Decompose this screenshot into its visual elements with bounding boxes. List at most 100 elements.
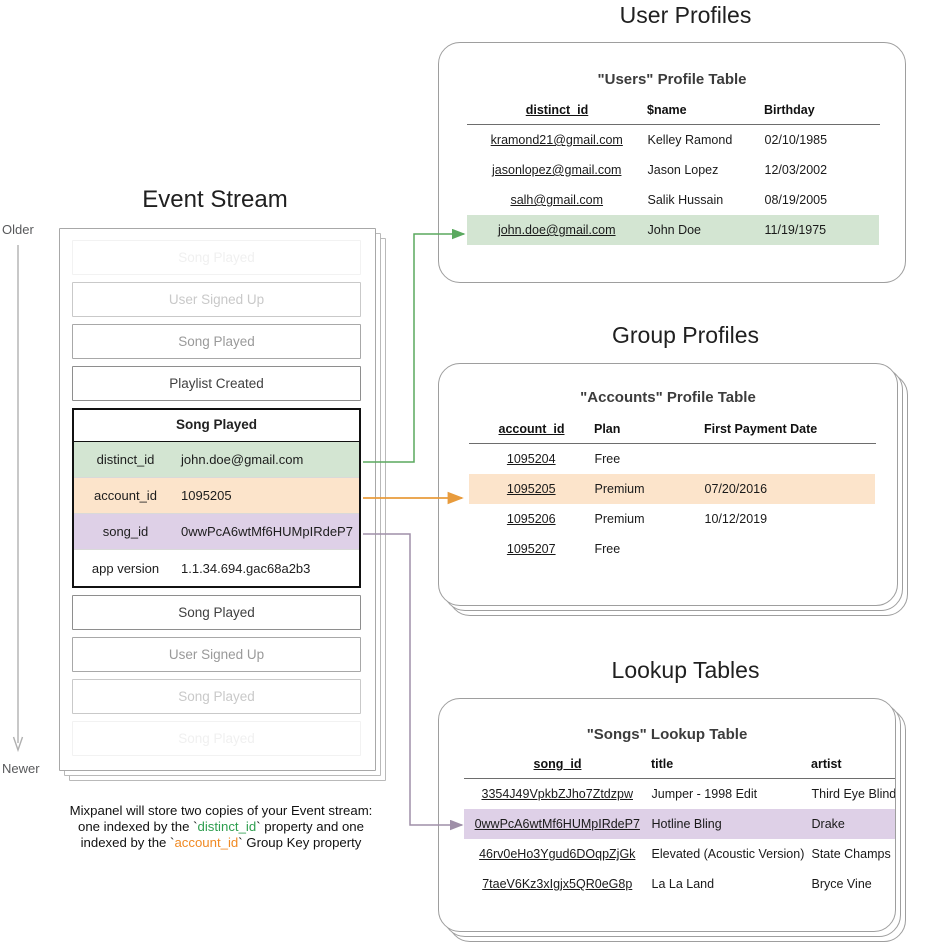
event-row[interactable]: Song Played bbox=[72, 679, 361, 714]
timeline-arrow-icon bbox=[12, 245, 24, 753]
table-header-row: account_id Plan First Payment Date bbox=[469, 422, 875, 444]
column-header-account-id: account_id bbox=[469, 422, 594, 444]
table-row[interactable]: 3354J49VpkbZJho7Ztdzpw Jumper - 1998 Edi… bbox=[464, 779, 896, 810]
cell-distinct-id: jasonlopez@gmail.com bbox=[492, 163, 622, 177]
event-row[interactable]: User Signed Up bbox=[72, 637, 361, 672]
users-table: distinct_id $name Birthday kramond21@gma… bbox=[467, 103, 880, 245]
cell-plan: Premium bbox=[594, 474, 704, 504]
cell-birthday: 02/10/1985 bbox=[764, 133, 828, 147]
cell-first-payment-date bbox=[704, 534, 875, 564]
event-property-distinct-id: distinct_id john.doe@gmail.com bbox=[74, 442, 359, 478]
caption-line-2-prefix: one indexed by the ` bbox=[78, 819, 198, 834]
table-row[interactable]: 1095204 Free bbox=[469, 444, 875, 475]
column-header-birthday: Birthday bbox=[764, 103, 879, 125]
cell-artist: Third Eye Blind bbox=[811, 787, 896, 801]
caption-line-3-suffix: ` Group Key property bbox=[238, 835, 362, 850]
cell-distinct-id: kramond21@gmail.com bbox=[490, 133, 623, 147]
cell-first-payment-date: 10/12/2019 bbox=[704, 512, 768, 526]
expanded-event-title: Song Played bbox=[74, 410, 359, 442]
table-row-highlighted[interactable]: john.doe@gmail.com John Doe 11/19/1975 bbox=[467, 215, 879, 245]
cell-birthday: 12/03/2002 bbox=[764, 163, 828, 177]
accounts-profile-card: "Accounts" Profile Table account_id Plan… bbox=[438, 363, 898, 606]
event-list: Song Played User Signed Up Song Played P… bbox=[72, 240, 361, 763]
column-header-plan: Plan bbox=[594, 422, 704, 444]
users-table-title: "Users" Profile Table bbox=[597, 71, 747, 88]
caption-line-2: one indexed by the `distinct_id` propert… bbox=[35, 819, 407, 835]
caption-token-distinct-id: distinct_id bbox=[197, 819, 257, 834]
section-title-lookup-tables: Lookup Tables bbox=[611, 657, 760, 683]
section-title-user-profiles: User Profiles bbox=[619, 2, 752, 28]
songs-lookup-card: "Songs" Lookup Table song_id title artis… bbox=[438, 698, 896, 932]
section-title-event-stream: Event Stream bbox=[142, 186, 288, 213]
column-header-first-payment-date: First Payment Date bbox=[704, 422, 875, 444]
table-row-highlighted[interactable]: 1095205 Premium 07/20/2016 bbox=[469, 474, 875, 504]
caption-line-2-suffix: ` property and one bbox=[256, 819, 364, 834]
cell-artist: Drake bbox=[811, 809, 895, 839]
caption-token-account-id: account_id bbox=[174, 835, 239, 850]
user-profiles-card-stack: "Users" Profile Table distinct_id $name … bbox=[438, 42, 908, 285]
cell-song-id: 3354J49VpkbZJho7Ztdzpw bbox=[481, 787, 633, 801]
column-header-song-id: song_id bbox=[464, 757, 651, 779]
event-property-app-version: app version 1.1.34.694.gac68a2b3 bbox=[74, 550, 359, 586]
column-header-distinct-id: distinct_id bbox=[467, 103, 647, 125]
event-row[interactable]: Song Played bbox=[72, 324, 361, 359]
timeline-label-older: Older bbox=[2, 222, 34, 237]
property-key: song_id bbox=[102, 524, 149, 539]
event-row[interactable]: Song Played bbox=[72, 595, 361, 630]
event-row[interactable]: Playlist Created bbox=[72, 366, 361, 401]
table-row[interactable]: 7taeV6Kz3xIgjx5QR0eG8p La La Land Bryce … bbox=[464, 869, 895, 899]
event-row[interactable]: Song Played bbox=[72, 240, 361, 275]
event-property-account-id: account_id 1095205 bbox=[74, 478, 359, 514]
event-row[interactable]: User Signed Up bbox=[72, 282, 361, 317]
cell-title: Jumper - 1998 Edit bbox=[651, 787, 758, 801]
cell-account-id: 1095207 bbox=[506, 542, 556, 556]
table-row[interactable]: salh@gmail.com Salik Hussain 08/19/2005 bbox=[467, 185, 879, 215]
property-key: app version bbox=[91, 560, 160, 576]
expanded-event-card[interactable]: Song Played distinct_id john.doe@gmail.c… bbox=[72, 408, 361, 588]
table-row[interactable]: 1095207 Free bbox=[469, 534, 875, 564]
table-row[interactable]: jasonlopez@gmail.com Jason Lopez 12/03/2… bbox=[467, 155, 879, 185]
caption-line-3: indexed by the `account_id` Group Key pr… bbox=[35, 835, 407, 851]
cell-birthday: 08/19/2005 bbox=[764, 193, 828, 207]
event-stream-stack: Song Played User Signed Up Song Played P… bbox=[59, 228, 386, 781]
cell-title: Hotline Bling bbox=[651, 809, 811, 839]
property-key: distinct_id bbox=[96, 452, 155, 467]
cell-distinct-id: salh@gmail.com bbox=[510, 193, 604, 207]
column-header-artist: artist bbox=[811, 757, 895, 779]
property-value: john.doe@gmail.com bbox=[181, 452, 304, 467]
cell-title: Elevated (Acoustic Version) bbox=[651, 847, 805, 861]
event-property-song-id: song_id 0wwPcA6wtMf6HUMpIRdeP7 bbox=[74, 514, 359, 550]
users-profile-card: "Users" Profile Table distinct_id $name … bbox=[438, 42, 906, 283]
accounts-table-title: "Accounts" Profile Table bbox=[580, 389, 756, 406]
cell-title: La La Land bbox=[651, 877, 715, 891]
table-row-highlighted[interactable]: 0wwPcA6wtMf6HUMpIRdeP7 Hotline Bling Dra… bbox=[464, 809, 895, 839]
table-row[interactable]: 1095206 Premium 10/12/2019 bbox=[469, 504, 875, 534]
cell-distinct-id: john.doe@gmail.com bbox=[467, 215, 647, 245]
users-highlight-band bbox=[439, 251, 905, 281]
table-row[interactable]: 46rv0eHo3Ygud6DOqpZjGk Elevated (Acousti… bbox=[464, 839, 895, 869]
cell-first-payment-date bbox=[704, 444, 875, 475]
caption-line-3-prefix: indexed by the ` bbox=[80, 835, 175, 850]
cell-song-id: 46rv0eHo3Ygud6DOqpZjGk bbox=[479, 847, 636, 861]
timeline-label-newer: Newer bbox=[2, 761, 40, 776]
table-header-row: distinct_id $name Birthday bbox=[467, 103, 879, 125]
column-header-title: title bbox=[651, 757, 811, 779]
cell-account-id: 1095204 bbox=[506, 452, 556, 466]
property-value: 1.1.34.694.gac68a2b3 bbox=[181, 560, 311, 576]
accounts-table: account_id Plan First Payment Date 10952… bbox=[469, 422, 876, 564]
lookup-tables-card-stack: "Songs" Lookup Table song_id title artis… bbox=[438, 698, 908, 946]
property-value: 0wwPcA6wtMf6HUMpIRdeP7 bbox=[181, 524, 353, 539]
section-title-group-profiles: Group Profiles bbox=[611, 322, 759, 348]
event-row[interactable]: Song Played bbox=[72, 721, 361, 756]
table-row[interactable]: kramond21@gmail.com Kelley Ramond 02/10/… bbox=[467, 125, 879, 156]
property-value: 1095205 bbox=[181, 488, 232, 503]
songs-table: song_id title artist 3354J49VpkbZJho7Ztd… bbox=[464, 757, 896, 899]
cell-name: Jason Lopez bbox=[647, 163, 719, 177]
group-profiles-card-stack: "Accounts" Profile Table account_id Plan… bbox=[438, 363, 908, 616]
cell-song-id: 0wwPcA6wtMf6HUMpIRdeP7 bbox=[464, 809, 651, 839]
column-header-name: $name bbox=[647, 103, 764, 125]
table-header-row: song_id title artist bbox=[464, 757, 895, 779]
caption-line-1: Mixpanel will store two copies of your E… bbox=[69, 803, 373, 818]
cell-name: John Doe bbox=[647, 215, 764, 245]
